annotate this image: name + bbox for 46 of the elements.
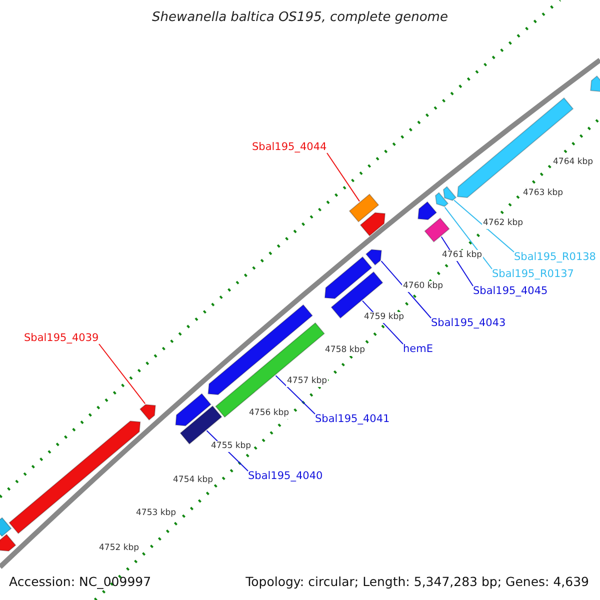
gene-feature [0,534,16,552]
gene-feature [456,97,574,198]
scale-label: 4752 kbp [98,543,140,554]
scale-label: 4760 kbp [402,281,444,292]
leader-line [275,375,316,414]
gene-label: Sbal195_4043 [431,318,506,328]
gene-label: hemE [403,344,433,354]
gene-feature [330,271,384,319]
gene-feature [175,393,212,426]
gene-feature [360,212,386,236]
scale-label: 4753 kbp [135,508,178,518]
gene-feature [324,256,372,300]
gene-label: Sbal195_4040 [248,471,323,482]
title: Shewanella baltica OS195, complete genome [151,11,449,24]
gene-label: Sbal195_4044 [252,142,327,152]
leader-line [454,200,514,252]
gene-label: Sbal195_4039 [24,333,99,344]
scale-label: 4756 kbp [248,408,290,418]
gene-label: Sbal195_R0137 [492,269,574,280]
scale-label: 4762 kbp [482,218,524,228]
leader-line [98,344,146,404]
gene-feature [139,404,156,421]
scale-label: 4761 kbp [441,250,484,260]
leader-line [380,260,432,318]
scale-label: 4755 kbp [210,441,252,452]
scale-label: 4764 kbp [552,157,594,168]
scale-label: 4757 kbp [286,376,328,386]
gene-feature [418,201,438,220]
gene-feature [0,517,12,537]
scale-label: 4758 kbp [324,345,366,356]
leader-line [444,206,492,270]
accession-text: Accession: NC_009997 [9,576,152,588]
scale-label: 4754 kbp [172,475,214,486]
gene-feature [424,218,450,242]
genome-summary: Topology: circular; Length: 5,347,283 bp; Genes: 4,639 [246,576,589,588]
gene-label: Sbal195_R0138 [514,252,596,262]
gene-feature [208,304,313,396]
gene-label: Sbal195_4041 [315,414,390,424]
gene-feature [434,192,449,207]
scale-label: 4763 kbp [522,188,564,198]
leader-line [326,152,360,202]
gene-feature [365,249,382,266]
gene-feature [590,75,600,92]
gene-feature [348,194,380,222]
gene-label: Sbal195_4045 [473,286,548,296]
scale-label: 4759 kbp [363,312,406,322]
